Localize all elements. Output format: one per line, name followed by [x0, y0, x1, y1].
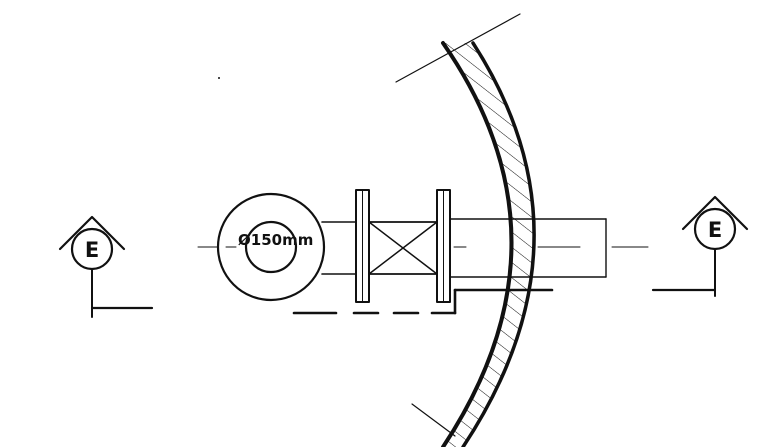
- wall-leader-top: [395, 13, 521, 83]
- pipe-diameter-label: Ø150mm: [238, 231, 313, 249]
- tank-wall: [441, 41, 536, 447]
- flange-left: [355, 189, 370, 303]
- section-marker-right-label: E: [708, 218, 722, 242]
- flange-right: [436, 189, 451, 303]
- valve-body: [368, 221, 438, 275]
- pipe-run: [321, 221, 357, 275]
- section-marker-left-label: E: [85, 238, 99, 262]
- support-line: [292, 288, 554, 315]
- nozzle: [449, 218, 607, 278]
- wall-leader-bottom: [411, 403, 456, 437]
- stray-mark: [218, 77, 220, 79]
- pipe-section: [216, 192, 326, 302]
- section-marker-left: E: [58, 215, 154, 318]
- section-marker-right: E: [651, 195, 749, 297]
